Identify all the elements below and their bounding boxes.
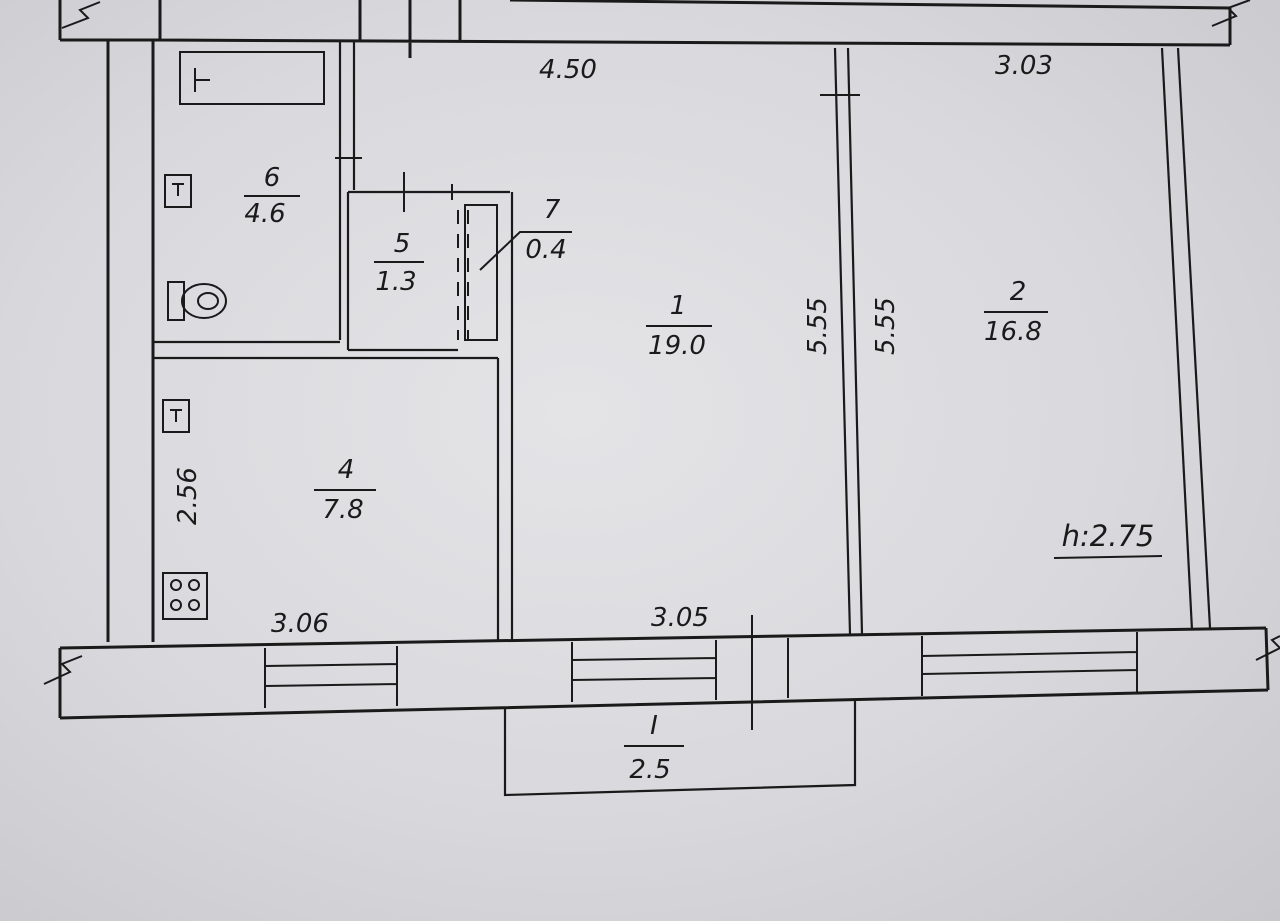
room1-room2-wall (833, 47, 864, 635)
bottom-wall (58, 626, 1270, 720)
room-2-area: 16.8 (984, 317, 1042, 347)
kitchen-door (497, 492, 513, 590)
dimension-top-left: 4.50 (539, 55, 597, 85)
room-label-6: 6 4.6 (244, 163, 300, 229)
walls (43, 0, 1280, 797)
dimension-labels: 4.50 3.03 3.06 3.05 5.55 5.55 2.56 (173, 51, 1053, 639)
toilet-icon (167, 281, 227, 321)
ceiling-height-note: h:2.75 (1053, 519, 1163, 559)
balcony-door (751, 615, 789, 730)
dimension-room2-depth: 5.55 (871, 297, 901, 355)
room-1-area: 19.0 (648, 331, 706, 361)
window-middle (571, 640, 717, 702)
wall-break-top-right (1211, 0, 1251, 27)
dimension-kitchen-depth: 2.56 (173, 467, 203, 525)
wall-break-bottom-right (1255, 635, 1280, 661)
left-wall (58, 0, 155, 642)
balcony-area: 2.5 (629, 755, 670, 785)
kitchen-room1-wall (496, 192, 514, 640)
room-4-number: 4 (338, 455, 355, 485)
dimension-bottom-middle: 3.05 (651, 603, 709, 633)
room-6-number: 6 (264, 163, 281, 193)
room-4-area: 7.8 (322, 495, 363, 525)
top-wall (60, 0, 1232, 58)
wardrobe-leader (479, 231, 572, 271)
room-label-2: 2 16.8 (984, 277, 1048, 347)
wall-break-bottom-left (43, 655, 83, 685)
bathtub-icon (179, 51, 325, 105)
right-wall (1160, 47, 1212, 631)
pantry-door (457, 210, 469, 340)
room-label-1: 1 19.0 (646, 291, 712, 361)
room-2-number: 2 (1010, 277, 1027, 307)
kitchen-sink-icon (162, 399, 190, 433)
stove-icon (162, 572, 208, 620)
window-left (264, 646, 398, 708)
bathroom-bottom-wall (153, 340, 498, 360)
room-1-number: 1 (670, 291, 687, 321)
room-5-area: 1.3 (375, 267, 416, 297)
ceiling-height: h:2.75 (1062, 519, 1155, 553)
pantry-walls (346, 190, 510, 352)
dimension-bottom-left: 3.06 (271, 609, 329, 639)
dimension-top-right: 3.03 (995, 51, 1053, 81)
wardrobe-7 (464, 204, 498, 341)
tick-marks (335, 94, 860, 212)
sink-icon (164, 174, 192, 208)
balcony-number: I (650, 711, 658, 741)
room-label-4: 4 7.8 (314, 455, 376, 525)
partitions (153, 42, 1212, 640)
room-5-number: 5 (394, 229, 411, 259)
bathroom-right-wall (338, 42, 356, 340)
room-7-area: 0.4 (525, 235, 566, 265)
dimension-room1-depth: 5.55 (803, 297, 833, 355)
balcony-outline (503, 700, 857, 797)
room-label-5: 5 1.3 (374, 229, 424, 297)
fixtures (162, 51, 325, 620)
room-label-7: 7 0.4 (525, 195, 566, 265)
wall-break-top-left (61, 1, 101, 29)
room-6-area: 4.6 (244, 199, 285, 229)
room-7-number: 7 (544, 195, 561, 225)
room-label-balcony: I 2.5 (624, 711, 684, 785)
window-right (921, 632, 1138, 696)
